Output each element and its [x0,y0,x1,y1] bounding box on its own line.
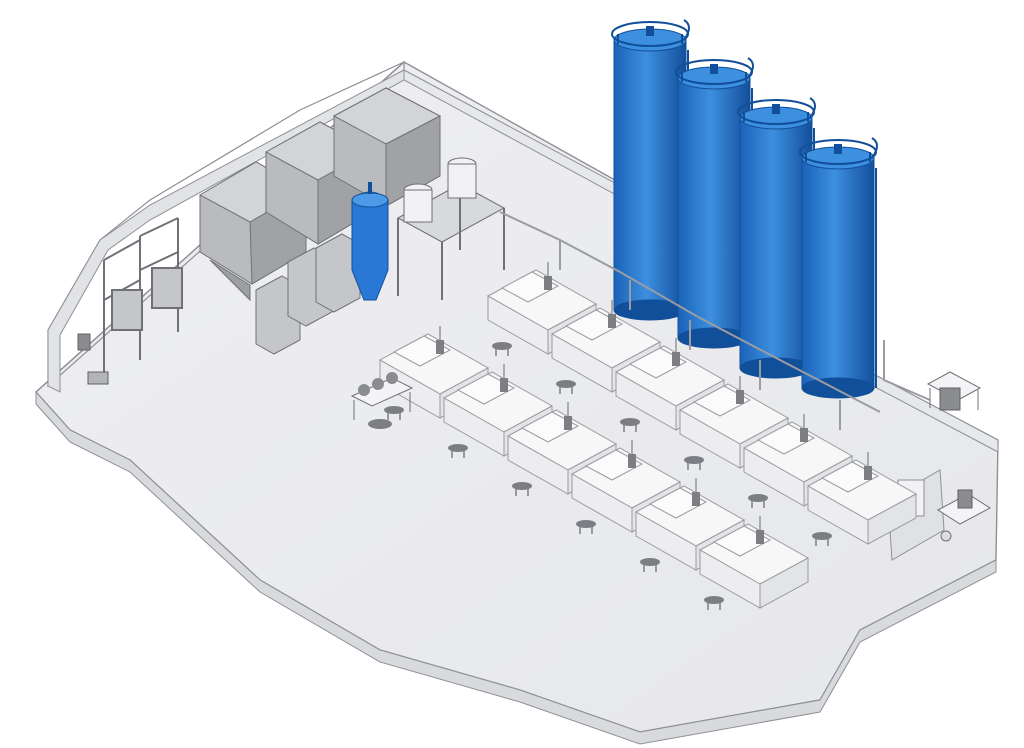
weigh-feeders [350,372,414,429]
injection-molding-machine-10 [570,440,682,534]
storage-bin-3 [332,87,442,207]
silo-group [611,19,878,399]
bulk-storage-bins [103,87,442,380]
silo-4 [799,137,878,399]
lab-station [77,333,991,542]
bag-unloader-frames [103,217,183,380]
control-panel-icon [77,333,91,351]
central-dryer [351,182,389,301]
injection-molding-machine-12 [698,516,810,610]
silo-3 [737,97,816,379]
dryer-cabinets [255,233,361,355]
mezzanine-platform [396,157,506,300]
silo-2 [675,57,754,349]
injection-molding-machine-6 [806,452,918,546]
pump-unit [87,371,109,385]
machine-floor [378,262,918,610]
conveying-pipework [499,211,931,430]
